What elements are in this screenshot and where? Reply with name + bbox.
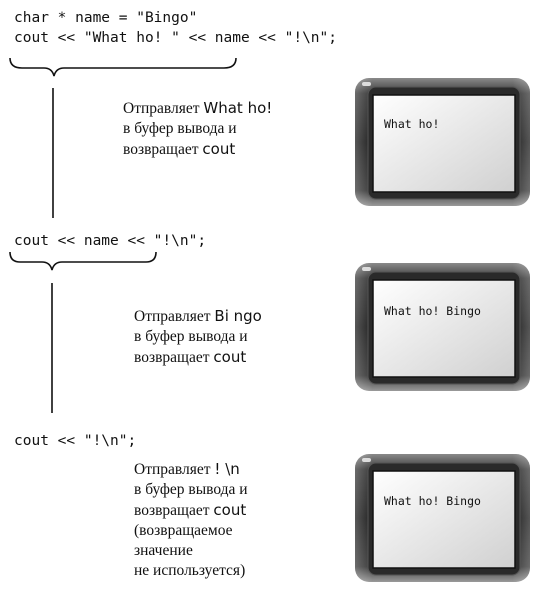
- monitor-2-screen-text: What ho! Bingo: [384, 304, 481, 318]
- monitor-1: [355, 78, 530, 206]
- code-line-2: cout << "What ho! " << name << "!\n";: [14, 30, 338, 46]
- monitor-3: [355, 454, 530, 582]
- monitor-1-screen-text: What ho!: [384, 117, 440, 131]
- brace-2: [9, 251, 157, 271]
- step-1-value: What ho!: [203, 99, 273, 117]
- code-line-4: cout << "!\n";: [14, 433, 137, 449]
- monitor-2: [355, 263, 530, 391]
- code-line-1: char * name = "Bingo": [14, 10, 198, 26]
- step-3-value: ! \n: [214, 460, 240, 478]
- step-3-description: Отправляет ! \n в буфер вывода и возвращ…: [134, 460, 248, 579]
- monitor-3-screen-text: What ho! Bingo: [384, 494, 481, 508]
- step-1-description: Отправляет What ho! в буфер вывода и воз…: [123, 99, 273, 158]
- step-2-description: Отправляет Bi ngo в буфер вывода и возвр…: [134, 307, 262, 366]
- code-line-3: cout << name << "!\n";: [14, 233, 207, 249]
- step-2-value: Bi ngo: [214, 307, 262, 325]
- brace-1: [9, 57, 237, 77]
